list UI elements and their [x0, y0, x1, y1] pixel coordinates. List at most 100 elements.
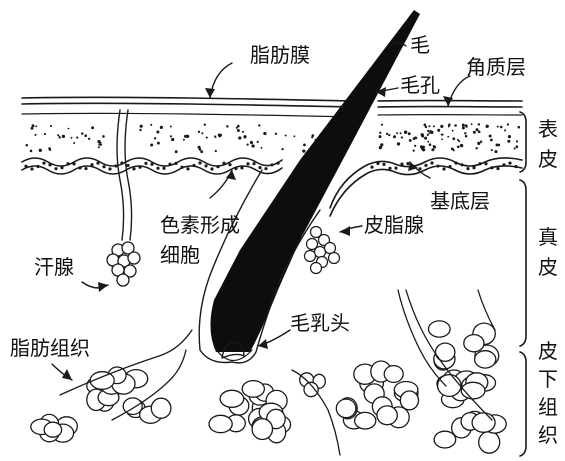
granule-dot	[242, 131, 244, 133]
granule-dot	[35, 125, 37, 127]
granule-dot	[379, 132, 381, 134]
fat-cell	[377, 406, 397, 425]
granule-dot	[475, 147, 477, 149]
basal-bead	[382, 163, 385, 166]
granule-dot	[71, 137, 73, 139]
granule-dot	[393, 135, 396, 138]
label-sweat-gland: 汗腺	[34, 255, 74, 279]
basal-bead	[84, 167, 87, 170]
label-hair-pore: 毛孔	[400, 73, 440, 97]
granule-dot	[246, 143, 248, 145]
granule-dot	[462, 127, 465, 130]
granule-dot	[285, 135, 287, 137]
basal-bead	[30, 167, 33, 170]
granule-dot	[457, 145, 460, 148]
granule-dot	[62, 135, 65, 138]
basal-bead	[132, 167, 135, 170]
adipose-tissue-clusters	[31, 321, 506, 453]
granule-dot	[428, 125, 430, 127]
granule-dot	[160, 126, 163, 129]
fat-cell	[400, 391, 418, 410]
layer-brackets	[520, 112, 526, 456]
granule-dot	[198, 131, 200, 133]
granule-dot	[250, 141, 253, 144]
sebaceous-gland	[305, 227, 340, 274]
granule-dot	[421, 133, 424, 136]
basal-bead	[496, 167, 499, 170]
sebaceous-lobule	[305, 251, 316, 262]
granule-dot	[518, 126, 521, 129]
granule-dot	[478, 123, 480, 125]
granule-dot	[171, 138, 174, 141]
granule-dot	[408, 132, 411, 135]
granule-dot	[491, 149, 493, 151]
label-subcutaneous: 皮下组织	[538, 339, 558, 447]
granule-dot	[84, 134, 87, 137]
fat-cell	[209, 415, 232, 432]
granule-dot	[465, 124, 468, 127]
granule-dot	[91, 126, 94, 129]
basal-bead	[102, 165, 105, 168]
basal-bead	[252, 162, 255, 165]
granule-dot	[452, 130, 454, 132]
granule-dot	[460, 144, 463, 147]
basal-bead	[126, 164, 129, 167]
label-basal-layer: 基底层	[430, 189, 490, 213]
granule-dot	[471, 123, 473, 125]
fat-cell	[252, 419, 272, 440]
granule-dot	[98, 146, 100, 148]
granule-dot	[34, 134, 36, 136]
basal-bead	[424, 164, 427, 167]
granule-dot	[238, 136, 241, 139]
granule-dot	[452, 137, 455, 140]
basal-bead	[442, 167, 445, 170]
granule-dot	[415, 136, 417, 138]
fat-cell	[472, 413, 495, 432]
granule-dot	[486, 125, 489, 128]
granule-dot	[396, 132, 398, 134]
fat-cell	[355, 412, 376, 429]
granule-dot	[441, 134, 443, 136]
granule-dot	[30, 150, 33, 153]
granule-dot	[31, 127, 34, 130]
granule-dot	[251, 144, 254, 147]
basal-bead	[42, 162, 45, 165]
basal-bead	[246, 162, 249, 165]
basal-bead	[394, 167, 397, 170]
granule-dot	[504, 129, 506, 131]
granule-dot	[261, 147, 263, 149]
granule-dot	[39, 149, 42, 152]
granule-dot	[478, 130, 481, 133]
basal-bead	[186, 167, 189, 170]
basal-bead	[204, 164, 207, 167]
basal-bead	[144, 162, 147, 165]
granule-dot	[397, 142, 400, 145]
granule-dot	[236, 127, 238, 129]
fat-cell	[242, 381, 264, 398]
granule-dot	[388, 134, 390, 136]
fat-cell	[220, 390, 244, 407]
granule-dot	[495, 143, 498, 146]
label-melanocyte-1: 色素形成	[160, 213, 240, 237]
granule-dot	[140, 125, 143, 128]
granule-dot	[507, 140, 510, 143]
sebaceous-lobule	[325, 243, 336, 254]
granule-dot	[150, 124, 152, 126]
sebaceous-lobule	[315, 247, 326, 258]
granule-dot	[81, 132, 83, 134]
granule-dot	[476, 128, 479, 131]
granule-dot	[427, 130, 429, 132]
fat-cell	[475, 351, 496, 368]
granule-dot	[200, 150, 203, 153]
granule-dot	[302, 149, 305, 152]
fat-cell	[384, 366, 403, 383]
granule-dot	[400, 132, 402, 134]
granule-dot	[281, 148, 283, 150]
granule-dot	[26, 144, 29, 147]
granule-dot	[156, 130, 159, 133]
granule-dot	[258, 124, 260, 126]
basal-bead	[264, 167, 267, 170]
granule-dot	[420, 145, 423, 148]
fat-cell	[464, 335, 484, 352]
